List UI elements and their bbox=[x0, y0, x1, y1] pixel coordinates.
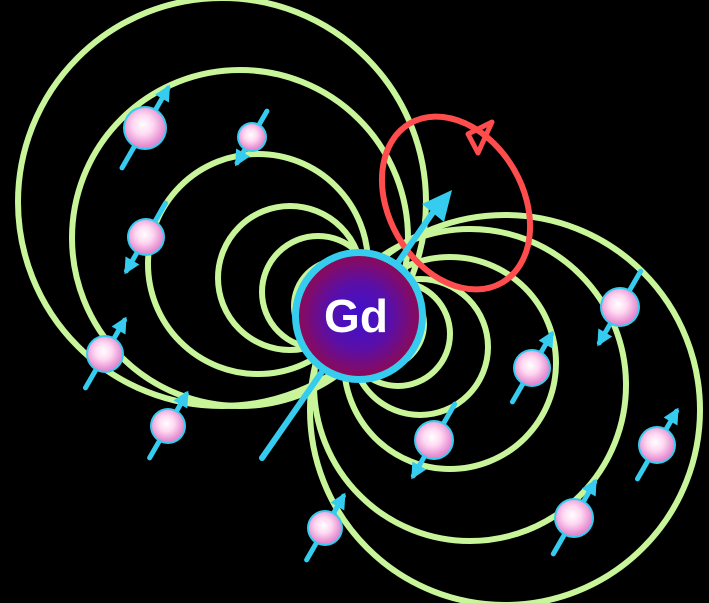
proton bbox=[416, 422, 452, 458]
proton bbox=[556, 500, 592, 536]
proton-spin-icon bbox=[307, 493, 346, 560]
proton bbox=[640, 428, 674, 462]
proton bbox=[309, 512, 341, 544]
proton bbox=[88, 337, 122, 371]
gadolinium-ion-icon: Gd bbox=[292, 249, 426, 383]
proton bbox=[129, 220, 163, 254]
proton-spin-icon bbox=[235, 111, 267, 166]
proton-spin-icon bbox=[512, 331, 553, 402]
proton bbox=[239, 124, 265, 150]
proton bbox=[152, 410, 184, 442]
proton-spin-icon bbox=[637, 408, 678, 479]
gd-label: Gd bbox=[324, 290, 388, 342]
proton bbox=[125, 108, 165, 148]
proton-spin-icon bbox=[553, 479, 596, 554]
proton-spin-icon bbox=[124, 203, 165, 274]
proton bbox=[515, 351, 549, 385]
proton bbox=[602, 289, 638, 325]
